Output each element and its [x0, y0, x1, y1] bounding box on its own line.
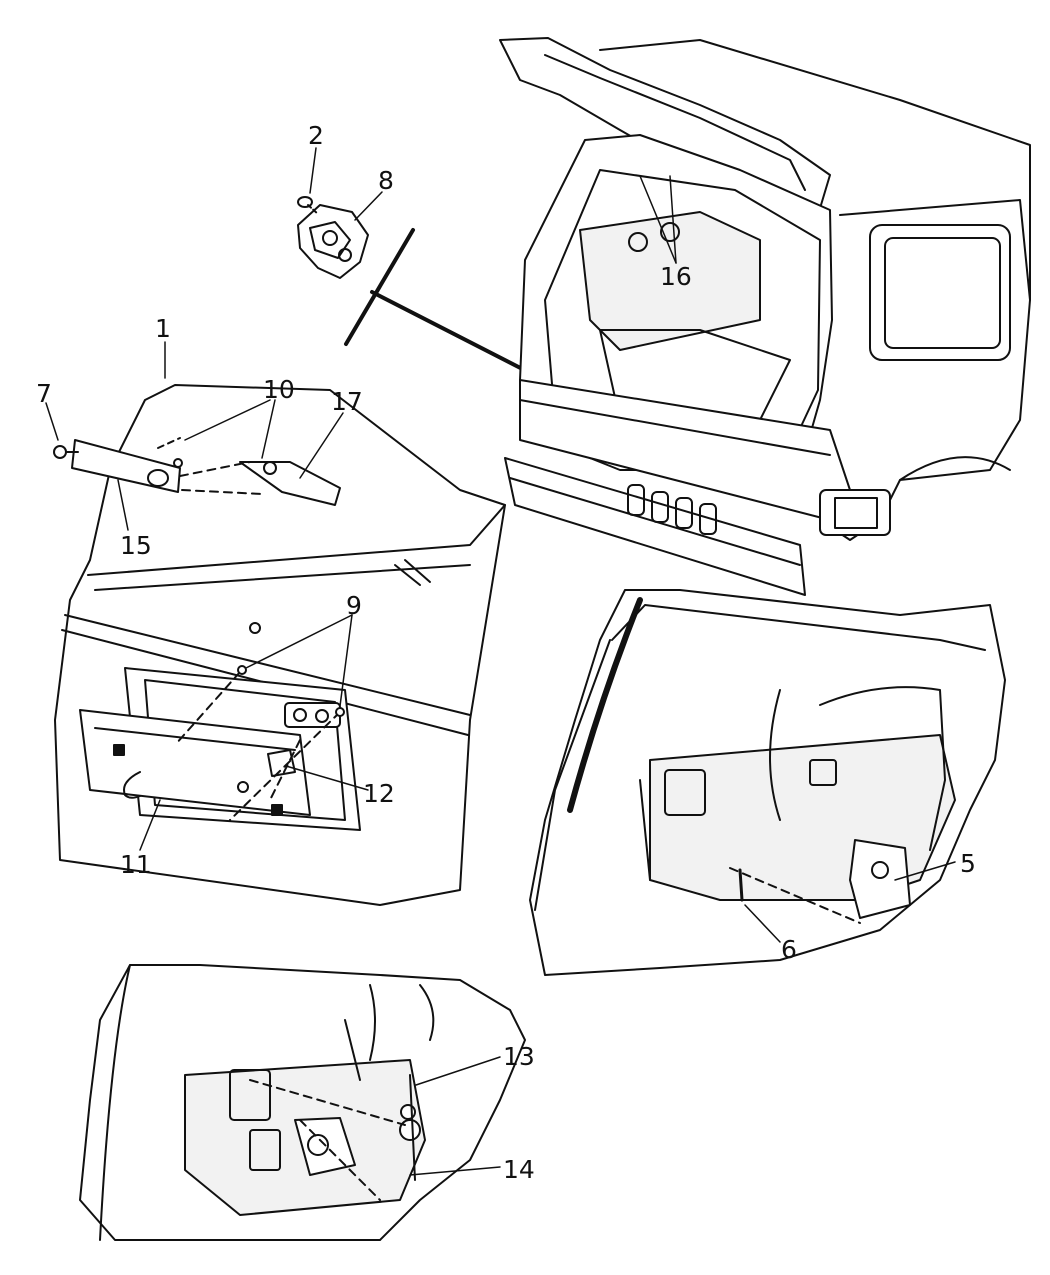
callout-16: 16 [660, 262, 692, 291]
callout-8: 8 [378, 166, 394, 195]
vehicle-rear-drawing [499, 37, 1031, 596]
liftgate-inner-drawing [529, 589, 1006, 976]
callout-17: 17 [331, 387, 363, 416]
liftgate-panel-drawing [54, 384, 506, 906]
callout-10: 10 [263, 375, 295, 404]
stop-lamp-drawing [53, 437, 341, 506]
callout-leaders [45, 147, 956, 1176]
callout-6: 6 [781, 935, 797, 964]
callout-2: 2 [308, 121, 324, 150]
callout-14: 14 [503, 1155, 535, 1184]
callout-5: 5 [960, 849, 976, 878]
hinge-bracket-drawing [297, 196, 369, 279]
callout-15: 15 [120, 531, 152, 560]
callout-11: 11 [120, 850, 152, 879]
callout-7: 7 [36, 379, 52, 408]
leader-line-bracket [344, 228, 415, 346]
callout-13: 13 [503, 1042, 535, 1071]
leader-line-vehicle [370, 290, 542, 380]
callout-1: 1 [155, 314, 171, 343]
liftgate-lower-inner-drawing [79, 964, 526, 1241]
callout-12: 12 [363, 779, 395, 808]
callout-9: 9 [346, 591, 362, 620]
